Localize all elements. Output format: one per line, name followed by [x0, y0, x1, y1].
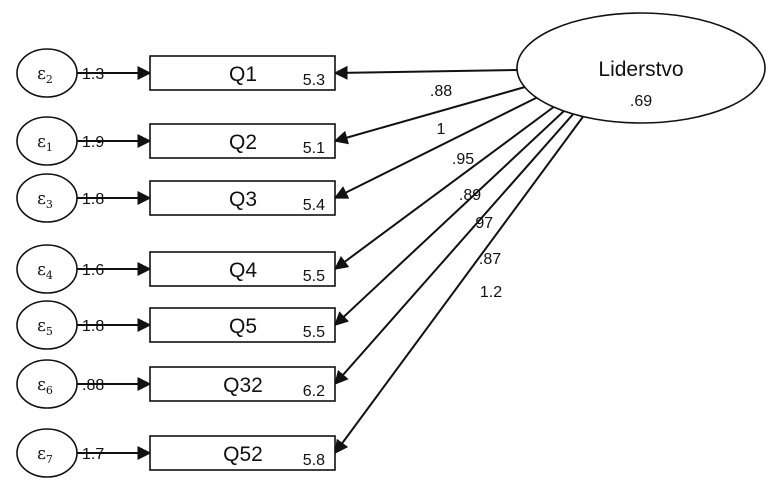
loading-path-q5 — [333, 109, 566, 326]
intercept-label: 5.5 — [303, 324, 325, 341]
latent-name: Liderstvo — [598, 58, 683, 81]
observed-box-q32 — [149, 366, 336, 402]
error-variance-label: 1.8 — [82, 318, 104, 335]
error-term-q2 — [16, 116, 78, 166]
shapes-layer — [16, 48, 336, 478]
loading-label: 1 — [437, 121, 446, 138]
intercept-label: 5.3 — [303, 72, 325, 89]
latent-variable: Liderstvo .69 — [516, 12, 766, 124]
error-index: 3 — [46, 198, 53, 211]
error-term-q3 — [16, 173, 78, 223]
error-index: 7 — [46, 453, 53, 466]
loading-label: .88 — [430, 83, 452, 100]
error-index: 1 — [46, 141, 53, 154]
loading-path-q32 — [334, 111, 576, 386]
error-index: 2 — [46, 73, 53, 86]
error-variance-label: 1.3 — [82, 66, 104, 83]
loading-label: .95 — [452, 151, 474, 168]
loading-path-q4 — [333, 105, 556, 270]
observed-name: Q5 — [229, 315, 257, 338]
error-term-q5 — [16, 300, 78, 350]
observed-box-q5 — [149, 307, 336, 343]
loading-label: 1.2 — [480, 284, 502, 301]
observed-box-q2 — [149, 123, 336, 159]
observed-box-q52 — [149, 435, 336, 471]
loading-path-q2 — [333, 86, 526, 145]
loading-path-q3 — [333, 95, 541, 199]
observed-name: Q1 — [229, 63, 257, 86]
intercept-label: 5.4 — [303, 197, 325, 214]
observed-box-q3 — [149, 180, 336, 216]
intercept-label: 5.5 — [303, 268, 325, 285]
error-variance-label: 1.9 — [82, 134, 104, 151]
latent-ellipse — [516, 12, 766, 124]
observed-name: Q52 — [223, 443, 263, 466]
error-index: 6 — [46, 384, 53, 397]
error-index: 4 — [46, 269, 53, 282]
observed-name: Q2 — [229, 131, 257, 154]
latent-variance: .69 — [630, 93, 652, 110]
loading-label: .89 — [459, 187, 481, 204]
loading-label: .87 — [479, 251, 501, 268]
error-index: 5 — [46, 325, 53, 338]
paths-layer — [77, 65, 586, 460]
intercept-label: 6.2 — [303, 383, 325, 400]
observed-name: Q4 — [229, 259, 257, 282]
error-term-q32 — [16, 359, 78, 409]
observed-box-q4 — [149, 251, 336, 287]
error-term-q52 — [16, 428, 78, 478]
error-variance-label: .88 — [82, 377, 104, 394]
loading-label: .97 — [471, 215, 493, 232]
error-variance-label: 1.8 — [82, 191, 104, 208]
error-variance-label: 1.6 — [82, 262, 104, 279]
intercept-label: 5.8 — [303, 452, 325, 469]
observed-name: Q3 — [229, 188, 257, 211]
observed-box-q1 — [149, 55, 336, 91]
error-term-q4 — [16, 244, 78, 294]
error-variance-label: 1.7 — [82, 446, 104, 463]
error-term-q1 — [16, 48, 78, 98]
observed-name: Q32 — [223, 374, 263, 397]
loading-path-q52 — [334, 113, 586, 455]
intercept-label: 5.1 — [303, 140, 325, 157]
loading-path-q1 — [333, 65, 519, 80]
